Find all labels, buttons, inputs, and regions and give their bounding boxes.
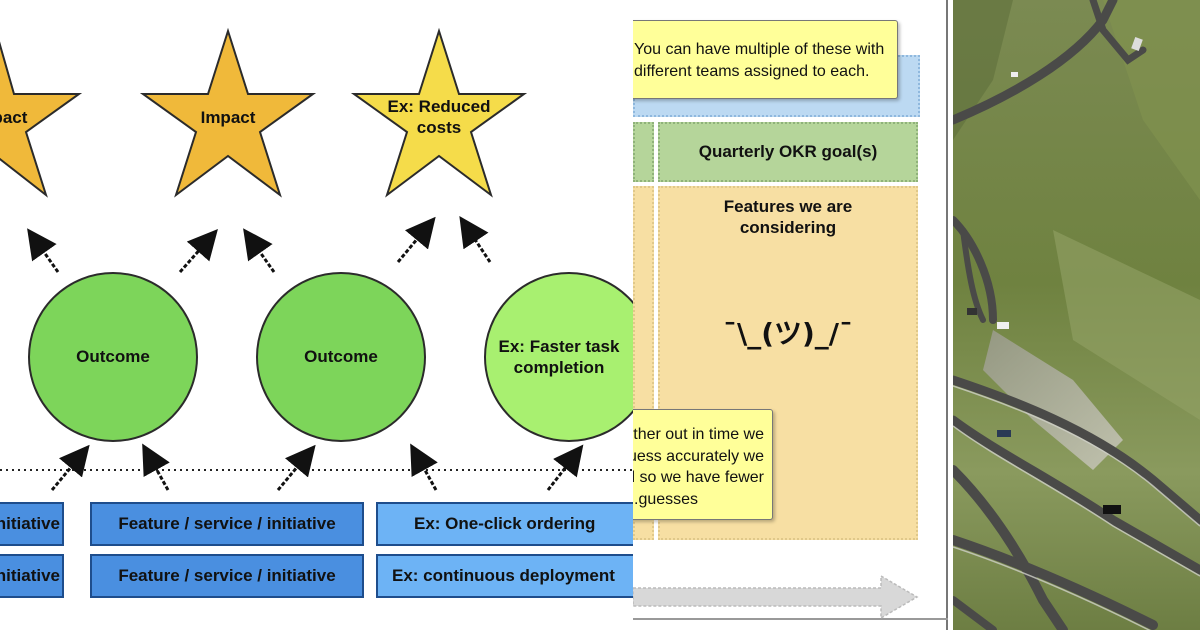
outcome-label: Outcome: [304, 347, 378, 367]
arrow: [27, 228, 60, 273]
impact-outcome-diagram: Impact Impact Ex: Reduced costs Outcome …: [0, 27, 633, 598]
arrow: [50, 444, 90, 491]
star-shape: [0, 41, 83, 198]
guess-note-line: guesses.: [634, 490, 699, 508]
roadmap-panel: You can have multiple of these with diff…: [633, 0, 953, 630]
star-label-line: costs: [416, 118, 462, 138]
team-note: You can have multiple of these with diff…: [633, 20, 898, 99]
arrow: [396, 216, 436, 263]
initiative-bar: Feature / service / initiative: [90, 502, 364, 546]
initiative-bar: Feature / service / initiative: [90, 554, 364, 598]
initiative-label: Ex: continuous deployment: [392, 566, 615, 585]
guess-note-line: can't guess accurately we: [633, 447, 764, 465]
shrug-text: ¯\_(ツ)_/¯: [722, 317, 854, 350]
timeline-arrow: [633, 574, 919, 620]
arrow: [410, 443, 438, 491]
outcome-circle: Outcome: [256, 272, 426, 442]
features-title-line: Features we are: [723, 197, 853, 216]
arrow: [459, 216, 492, 263]
arrow: [546, 444, 584, 491]
initiative-bar: Ex: continuous deployment: [376, 554, 633, 598]
arrow: [276, 444, 316, 491]
diagram-graphics: [0, 27, 633, 491]
features-title-line: considering: [739, 218, 837, 238]
okr-header: Quarterly OKR goal(s): [658, 122, 918, 182]
initiative-label: Ex: One-click ordering: [414, 514, 596, 533]
outcome-label-line: Ex: Faster task: [498, 336, 620, 356]
arrow: [243, 228, 276, 273]
team-note-line: different teams assigned to each.: [634, 62, 870, 80]
initiative-label: Feature / service / initiative: [118, 566, 336, 585]
outcome-label: Ex: Faster task completion: [499, 336, 620, 379]
initiative-bar: Feature / service / initiative: [0, 502, 64, 546]
initiative-label: Feature / service / initiative: [0, 566, 60, 585]
star-label: Ex: Reduced costs: [374, 96, 504, 139]
mountain-road-image: [953, 0, 1200, 630]
outcome-circle: Outcome: [28, 272, 198, 442]
okr-header-label: Quarterly OKR goal(s): [698, 142, 878, 161]
slide-border: [946, 0, 948, 630]
arrow: [142, 443, 170, 491]
guess-note: The further out in time we can't guess a…: [633, 409, 773, 520]
arrow: [178, 229, 218, 273]
slide-bottom-border: [633, 618, 948, 620]
star-shape: [139, 27, 317, 198]
outcome-label-line: completion: [513, 358, 605, 377]
star-label-line: Ex: Reduced: [387, 97, 491, 116]
okr-cell-left: [633, 122, 654, 182]
star-label: Impact: [200, 108, 256, 127]
features-title: Features we are considering: [658, 196, 918, 239]
team-note-line: You can have multiple of these with: [634, 41, 885, 58]
initiative-bar: Feature / service / initiative: [0, 554, 64, 598]
star-shape: [350, 27, 528, 198]
initiative-label: Feature / service / initiative: [0, 514, 60, 533]
initiative-bar: Ex: One-click ordering: [376, 502, 633, 546]
mountain-road-photo: [953, 0, 1200, 630]
outcome-circle: Ex: Faster task completion: [484, 272, 633, 442]
guess-note-line: need so we have fewer: [633, 469, 764, 487]
initiative-label: Feature / service / initiative: [118, 514, 336, 533]
guess-note-line: The further out in time we: [633, 426, 764, 443]
star-label: Impact: [0, 108, 28, 127]
outcome-label: Outcome: [76, 347, 150, 367]
